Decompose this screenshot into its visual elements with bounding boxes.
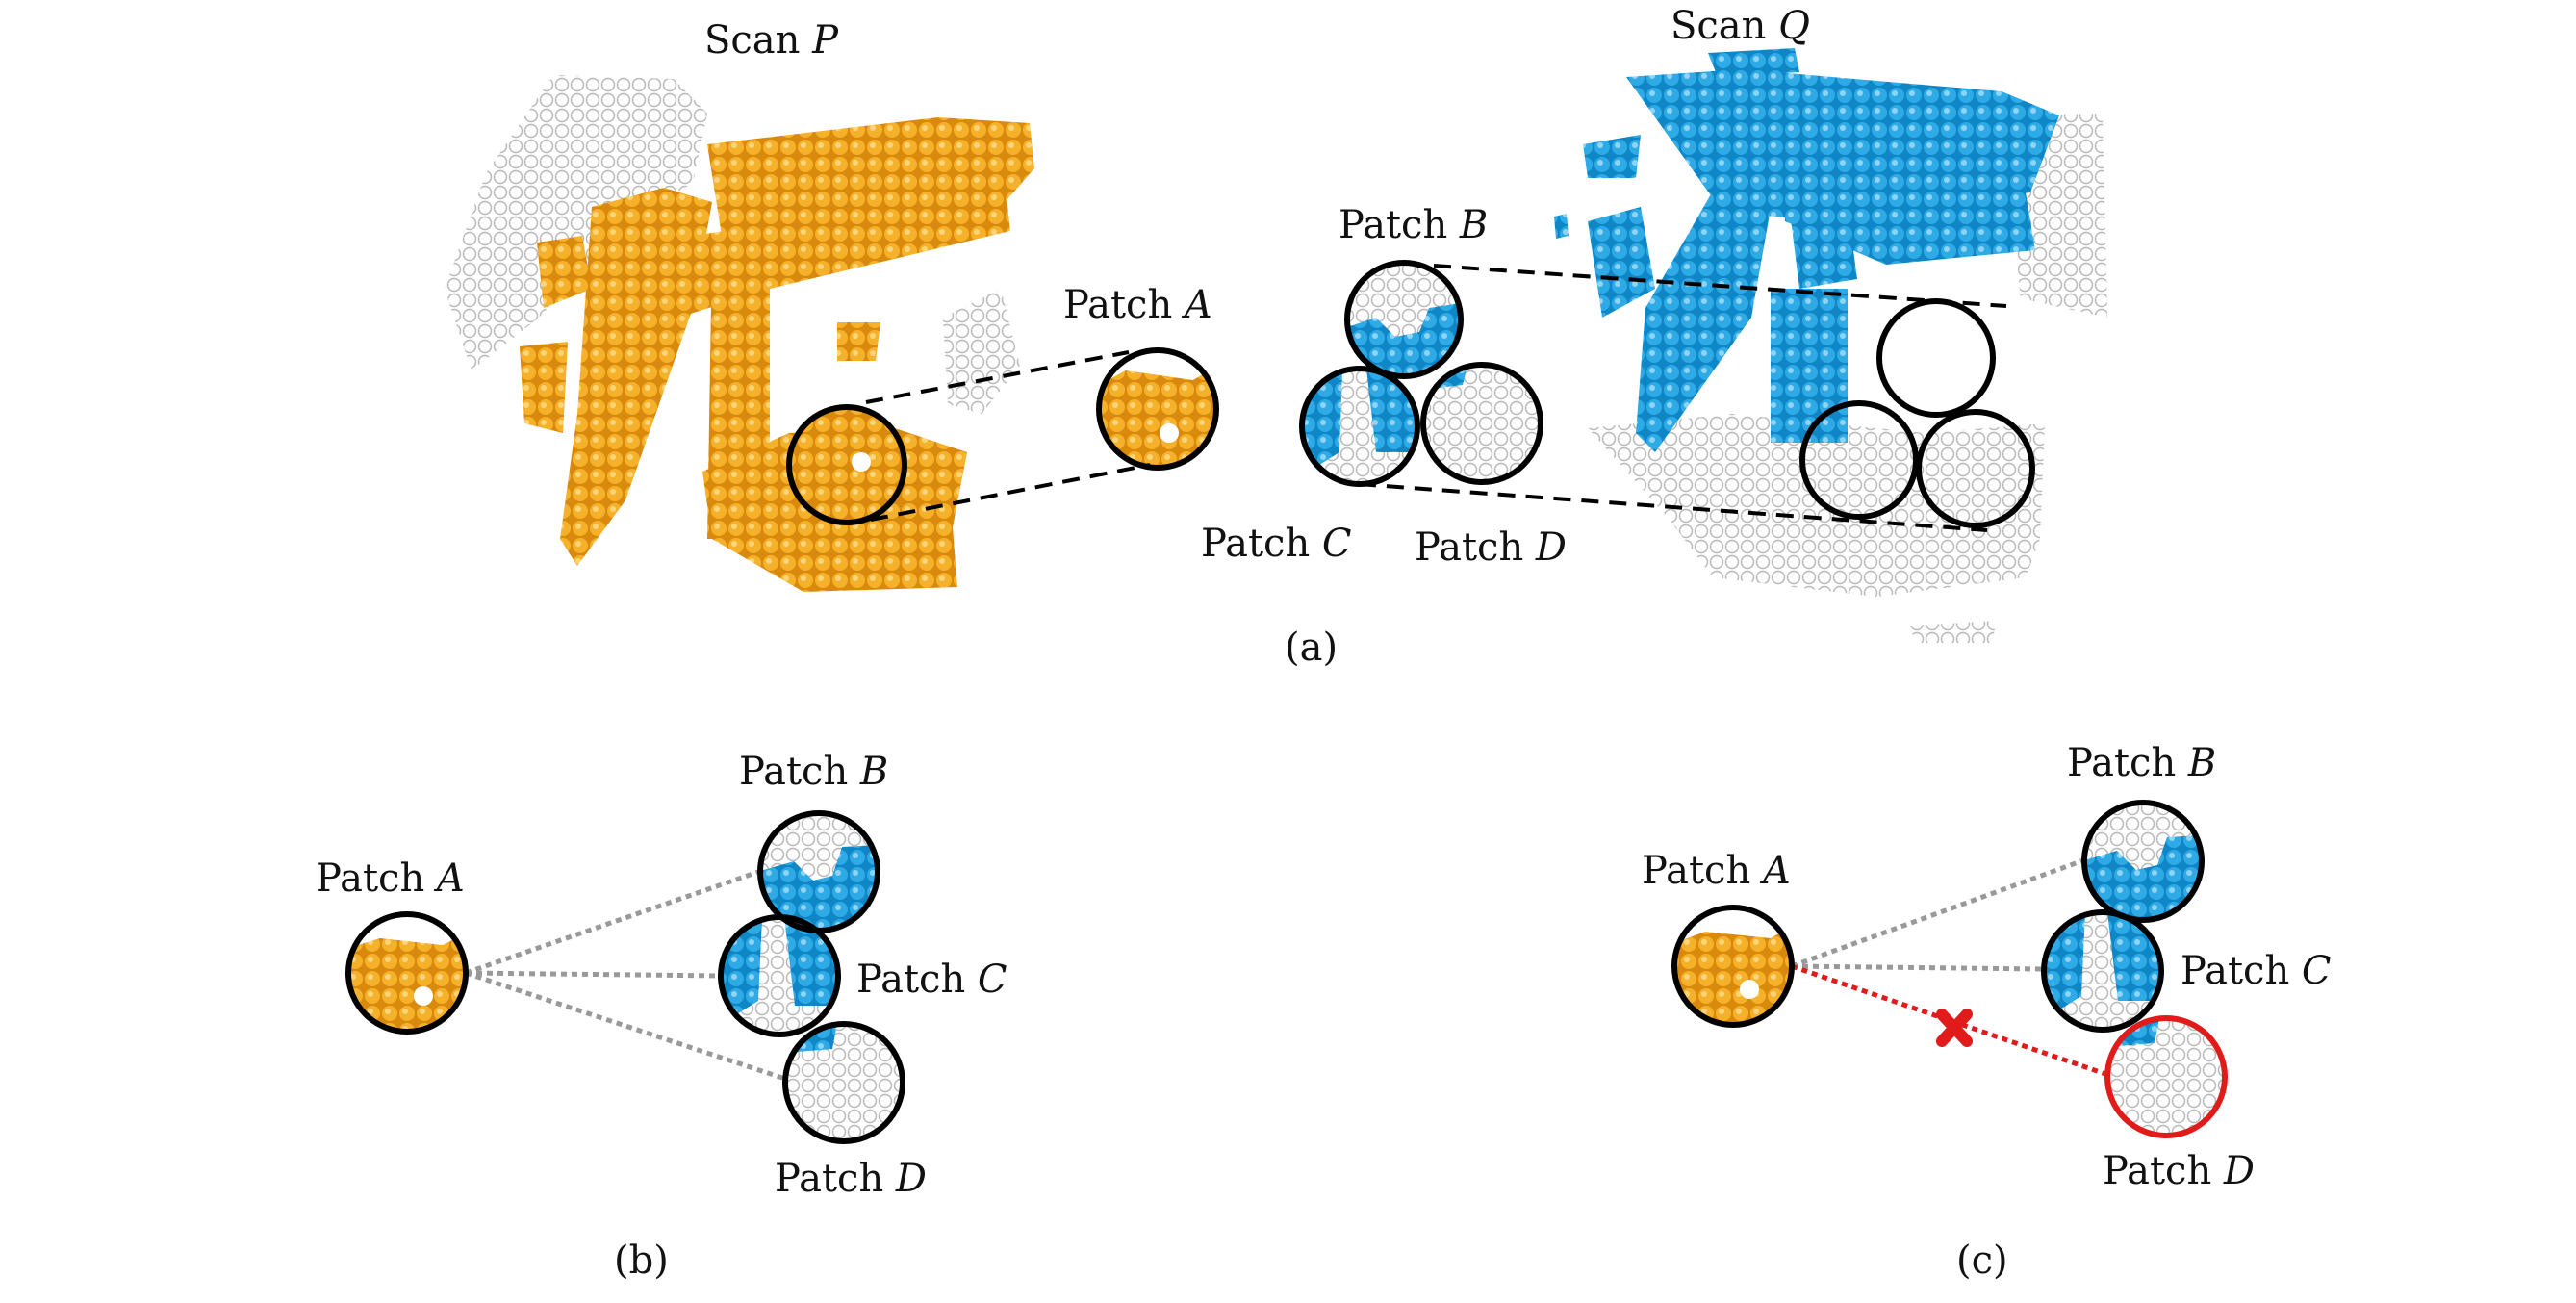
- panel-c-patch-d-circle-rejected: [2104, 1015, 2228, 1138]
- panel-a-labels: Scan P Scan Q Patch A Patch B Patch C Pa…: [704, 4, 1810, 670]
- panel-b-similarity-lines: [465, 867, 789, 1083]
- panel-b-line-ab: [465, 867, 765, 976]
- panel-b: Patch A Patch B Patch C Patch D (b): [316, 750, 1007, 1283]
- scan-q-label: Scan Q: [1671, 4, 1810, 48]
- patch-b-label: Patch B: [1339, 203, 1488, 247]
- panel-a-leader-lines: [865, 264, 2007, 532]
- scan-q-small-patch-2: [1583, 135, 1641, 178]
- panel-b-patch-b-label: Patch B: [739, 750, 888, 794]
- scan-p-point-cloud: [445, 75, 1034, 592]
- panel-c-patch-b-label: Patch B: [2067, 741, 2216, 785]
- panel-b-caption: (b): [614, 1239, 669, 1283]
- patch-d-label: Patch D: [1415, 525, 1567, 570]
- panel-b-patch-a-circle: [345, 911, 469, 1035]
- panel-c-patch-a-circle: [1671, 905, 1795, 1028]
- panel-c-line-ac: [1791, 963, 2045, 972]
- patch-c-circle: [1299, 366, 1420, 487]
- scan-p-small-patch-3: [837, 322, 880, 361]
- scan-q-small-patch: [1588, 207, 1655, 318]
- leader-line-q-top: [1433, 264, 2007, 308]
- panel-a-circles: [786, 260, 1543, 525]
- patch-d-circle: [1420, 362, 1543, 485]
- panel-c-patch-b-circle: [2081, 800, 2205, 923]
- scan-q-top-fragment: [1708, 48, 1799, 77]
- scan-p-label: Scan P: [704, 18, 839, 63]
- scan-q-dot: [1554, 214, 1569, 239]
- scan-p-small-patch: [537, 236, 592, 308]
- patch-a-label: Patch A: [1063, 283, 1212, 327]
- panel-b-patch-d-label: Patch D: [775, 1157, 927, 1201]
- patch-a-circle: [1096, 347, 1219, 471]
- panel-c-patch-a-label: Patch A: [1642, 849, 1791, 893]
- panel-c-patch-c-label: Patch C: [2181, 949, 2332, 993]
- leader-line-a-bottom: [870, 463, 1151, 522]
- scan-p-background-points-right: [943, 289, 1020, 414]
- scan-q-floor-fragment: [1910, 621, 1997, 643]
- rejection-cross-icon: [1936, 1009, 1973, 1047]
- panel-a-caption: (a): [1285, 626, 1338, 670]
- leader-line-a-top: [865, 350, 1130, 404]
- scan-p-patch-a-circle: [786, 404, 907, 525]
- panel-b-line-ac: [465, 970, 722, 979]
- patch-c-label: Patch C: [1201, 522, 1352, 566]
- scan-p-small-patch-2: [520, 342, 568, 433]
- scan-q-pillar: [1771, 289, 1848, 443]
- scan-p-background-points: [445, 75, 707, 370]
- panel-c-line-ab: [1791, 856, 2087, 969]
- panel-b-patch-d-circle: [782, 1021, 905, 1144]
- panel-c-patch-d-label: Patch D: [2103, 1149, 2255, 1193]
- patch-b-circle: [1344, 260, 1464, 379]
- panel-b-patch-c-circle: [718, 914, 841, 1037]
- panel-b-line-ad: [465, 970, 789, 1083]
- panel-b-patch-c-label: Patch C: [856, 958, 1007, 1002]
- scan-q-patch-d-circle: [1916, 409, 2035, 528]
- panel-a-patch-content: [789, 263, 1541, 523]
- scan-q-patch-b-circle: [1876, 298, 1996, 418]
- panel-c: Patch A Patch B Patch C Patch D (c): [1642, 741, 2332, 1283]
- scan-q-wall-block: [1790, 207, 1857, 289]
- leader-line-q-bottom: [1358, 482, 1988, 532]
- panel-b-patch-a-label: Patch A: [316, 856, 465, 901]
- panel-c-patch-c-circle: [2041, 909, 2164, 1033]
- scan-q-floor-points: [1588, 414, 2045, 597]
- scan-q-left-wall: [1636, 149, 1780, 452]
- scan-q-point-cloud: [1554, 48, 2107, 643]
- panel-c-caption: (c): [1956, 1239, 2008, 1283]
- panel-c-similarity-lines: [1791, 856, 2109, 1078]
- scan-q-patch-c-circle: [1799, 400, 1919, 520]
- panel-c-line-ad-rejected: [1791, 963, 2109, 1078]
